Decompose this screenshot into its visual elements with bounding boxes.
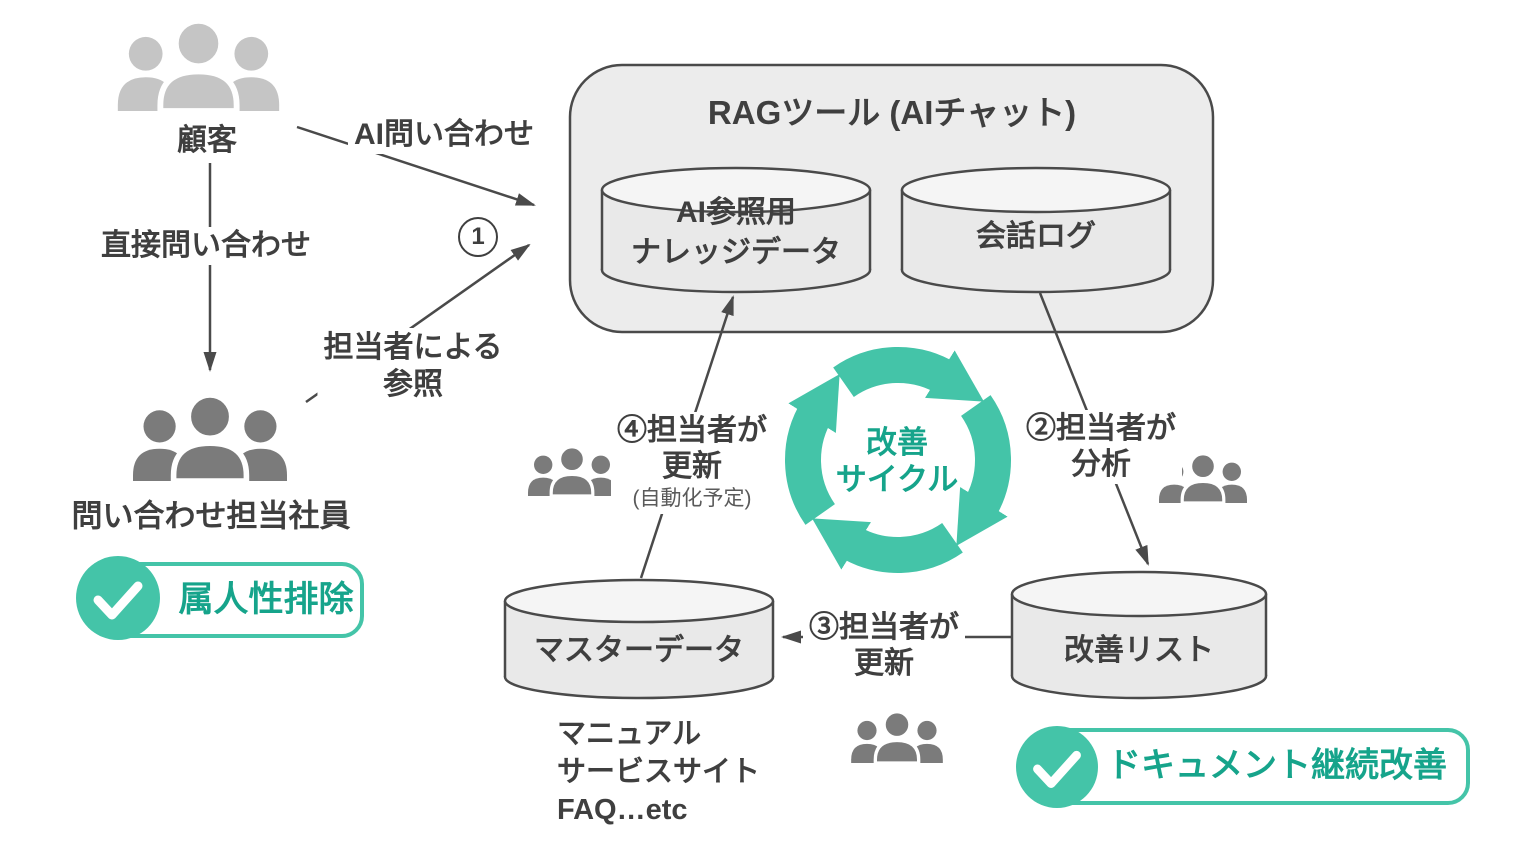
step4-label: ④担当者が 更新 (自動化予定) — [611, 412, 773, 514]
step2-label: ②担当者が 分析 — [1020, 410, 1182, 484]
improvement-cycle-arrows — [785, 347, 1011, 573]
cycle-line1: 改善 — [865, 425, 928, 460]
master-sources-label: マニュアル サービスサイト FAQ…etc — [557, 715, 760, 829]
knowledge-db-label: AI参照用 ナレッジデータ — [631, 193, 841, 273]
improvement-list-label: 改善リスト — [1064, 634, 1214, 667]
master-data-label: マスターデータ — [534, 634, 744, 667]
check-icon — [93, 581, 143, 620]
staff-reference-line1: 担当者による — [323, 331, 503, 364]
master-source-faq: FAQ…etc — [557, 794, 688, 826]
personalization-badge-label: 属人性排除 — [178, 580, 354, 619]
knowledge-db-cylinder — [600, 166, 872, 294]
customers-people-icon — [107, 23, 290, 111]
step4-note: (自動化予定) — [632, 487, 752, 510]
direct-inquiry-label: 直接問い合わせ — [95, 227, 317, 265]
step2-line1: ②担当者が — [1026, 412, 1176, 445]
step1-number-marker: 1 — [458, 217, 498, 257]
knowledge-db-line2: ナレッジデータ — [631, 236, 841, 269]
arrow-customer-to-rag — [296, 125, 536, 207]
knowledge-db-line1: AI参照用 — [676, 196, 796, 229]
document-improvement-badge — [1038, 728, 1470, 805]
master-source-manual: マニュアル — [557, 718, 702, 750]
rag-box-title: RAGツール (AIチャット) — [707, 94, 1077, 132]
master-data-cylinder — [503, 578, 775, 700]
document-improvement-badge-label: ドキュメント継続改善 — [1107, 746, 1447, 785]
chat-log-cylinder — [900, 166, 1172, 294]
step2-line2: 分析 — [1071, 448, 1131, 481]
ai-inquiry-label: AI問い合わせ — [348, 116, 540, 154]
step3-line2: 更新 — [854, 647, 914, 680]
customer-label: 顧客 — [177, 124, 237, 157]
personalization-badge-check-icon — [76, 556, 160, 640]
cycle-line2: サイクル — [835, 462, 959, 497]
staff-reference-line2: 参照 — [382, 368, 443, 401]
staff-reference-label: 担当者による 参照 — [317, 328, 509, 404]
step3-label: ③担当者が 更新 — [803, 609, 965, 683]
cycle-label: 改善 サイクル — [836, 424, 958, 498]
improvement-list-cylinder — [1010, 570, 1268, 700]
support-staff-label: 問い合わせ担当社員 — [71, 498, 351, 534]
chat-log-label: 会話ログ — [976, 220, 1096, 253]
step4-people-icon — [520, 448, 624, 496]
step3-line1: ③担当者が — [809, 611, 959, 644]
step3-people-icon — [845, 713, 949, 763]
step4-line2: 更新 — [662, 450, 722, 483]
check-icon — [1033, 750, 1081, 788]
master-source-service-site: サービスサイト — [557, 756, 761, 788]
support-staff-people-icon — [117, 397, 303, 481]
document-improvement-badge-check-icon — [1016, 726, 1098, 808]
step4-line1: ④担当者が — [617, 414, 767, 447]
